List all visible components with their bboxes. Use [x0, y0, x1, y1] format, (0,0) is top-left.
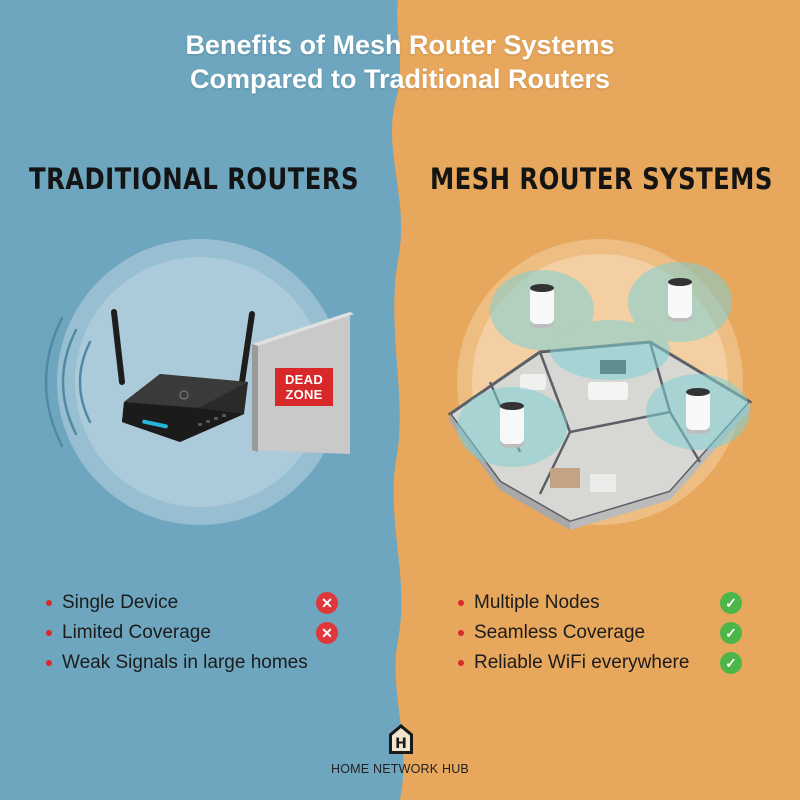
bullet-icon — [46, 630, 52, 636]
feature-text: Multiple Nodes — [474, 592, 600, 613]
list-item: Seamless Coverage ✓ — [458, 618, 748, 648]
title-line-2: Compared to Traditional Routers — [189, 64, 611, 94]
list-item: Multiple Nodes ✓ — [458, 588, 748, 618]
traditional-features-list: Single Device ✕ Limited Coverage ✕ Weak … — [46, 588, 346, 678]
check-icon: ✓ — [720, 622, 742, 644]
router-icon — [111, 309, 255, 442]
bullet-icon — [458, 660, 464, 666]
cross-icon: ✕ — [316, 622, 338, 644]
house-logo-icon: H — [389, 724, 413, 754]
mesh-heading: MESH ROUTER SYSTEMS — [430, 162, 773, 196]
signal-waves-icon — [44, 316, 92, 448]
check-icon: ✓ — [720, 592, 742, 614]
traditional-router-illustration — [44, 239, 354, 525]
feature-text: Reliable WiFi everywhere — [474, 652, 690, 673]
mesh-features-list: Multiple Nodes ✓ Seamless Coverage ✓ Rel… — [458, 588, 748, 678]
mesh-floorplan-illustration — [447, 239, 753, 530]
bullet-icon — [46, 600, 52, 606]
dead-zone-line-2: ZONE — [285, 387, 323, 402]
feature-text: Single Device — [62, 592, 179, 613]
check-icon: ✓ — [720, 652, 742, 674]
mesh-node-icon — [530, 284, 554, 328]
traditional-heading: TRADITIONAL ROUTERS — [29, 162, 359, 196]
dead-zone-label: DEAD ZONE — [275, 368, 333, 406]
bullet-icon — [458, 630, 464, 636]
page-title: Benefits of Mesh Router Systems Compared… — [0, 28, 800, 96]
list-item: Reliable WiFi everywhere ✓ — [458, 648, 748, 678]
mesh-node-icon — [500, 402, 524, 448]
cross-icon: ✕ — [316, 592, 338, 614]
mesh-node-icon — [668, 278, 692, 322]
feature-text: Weak Signals in large homes — [62, 652, 308, 673]
logo-letter: H — [395, 736, 407, 752]
feature-text: Limited Coverage — [62, 622, 211, 643]
list-item: Limited Coverage ✕ — [46, 618, 346, 648]
mesh-node-icon — [686, 388, 710, 434]
list-item: Single Device ✕ — [46, 588, 346, 618]
bullet-icon — [458, 600, 464, 606]
feature-text: Seamless Coverage — [474, 622, 646, 643]
title-line-1: Benefits of Mesh Router Systems — [185, 30, 615, 60]
bullet-icon — [46, 660, 52, 666]
brand-name: HOME NETWORK HUB — [331, 762, 469, 776]
dead-zone-line-1: DEAD — [284, 372, 324, 387]
list-item: Weak Signals in large homes — [46, 648, 346, 678]
